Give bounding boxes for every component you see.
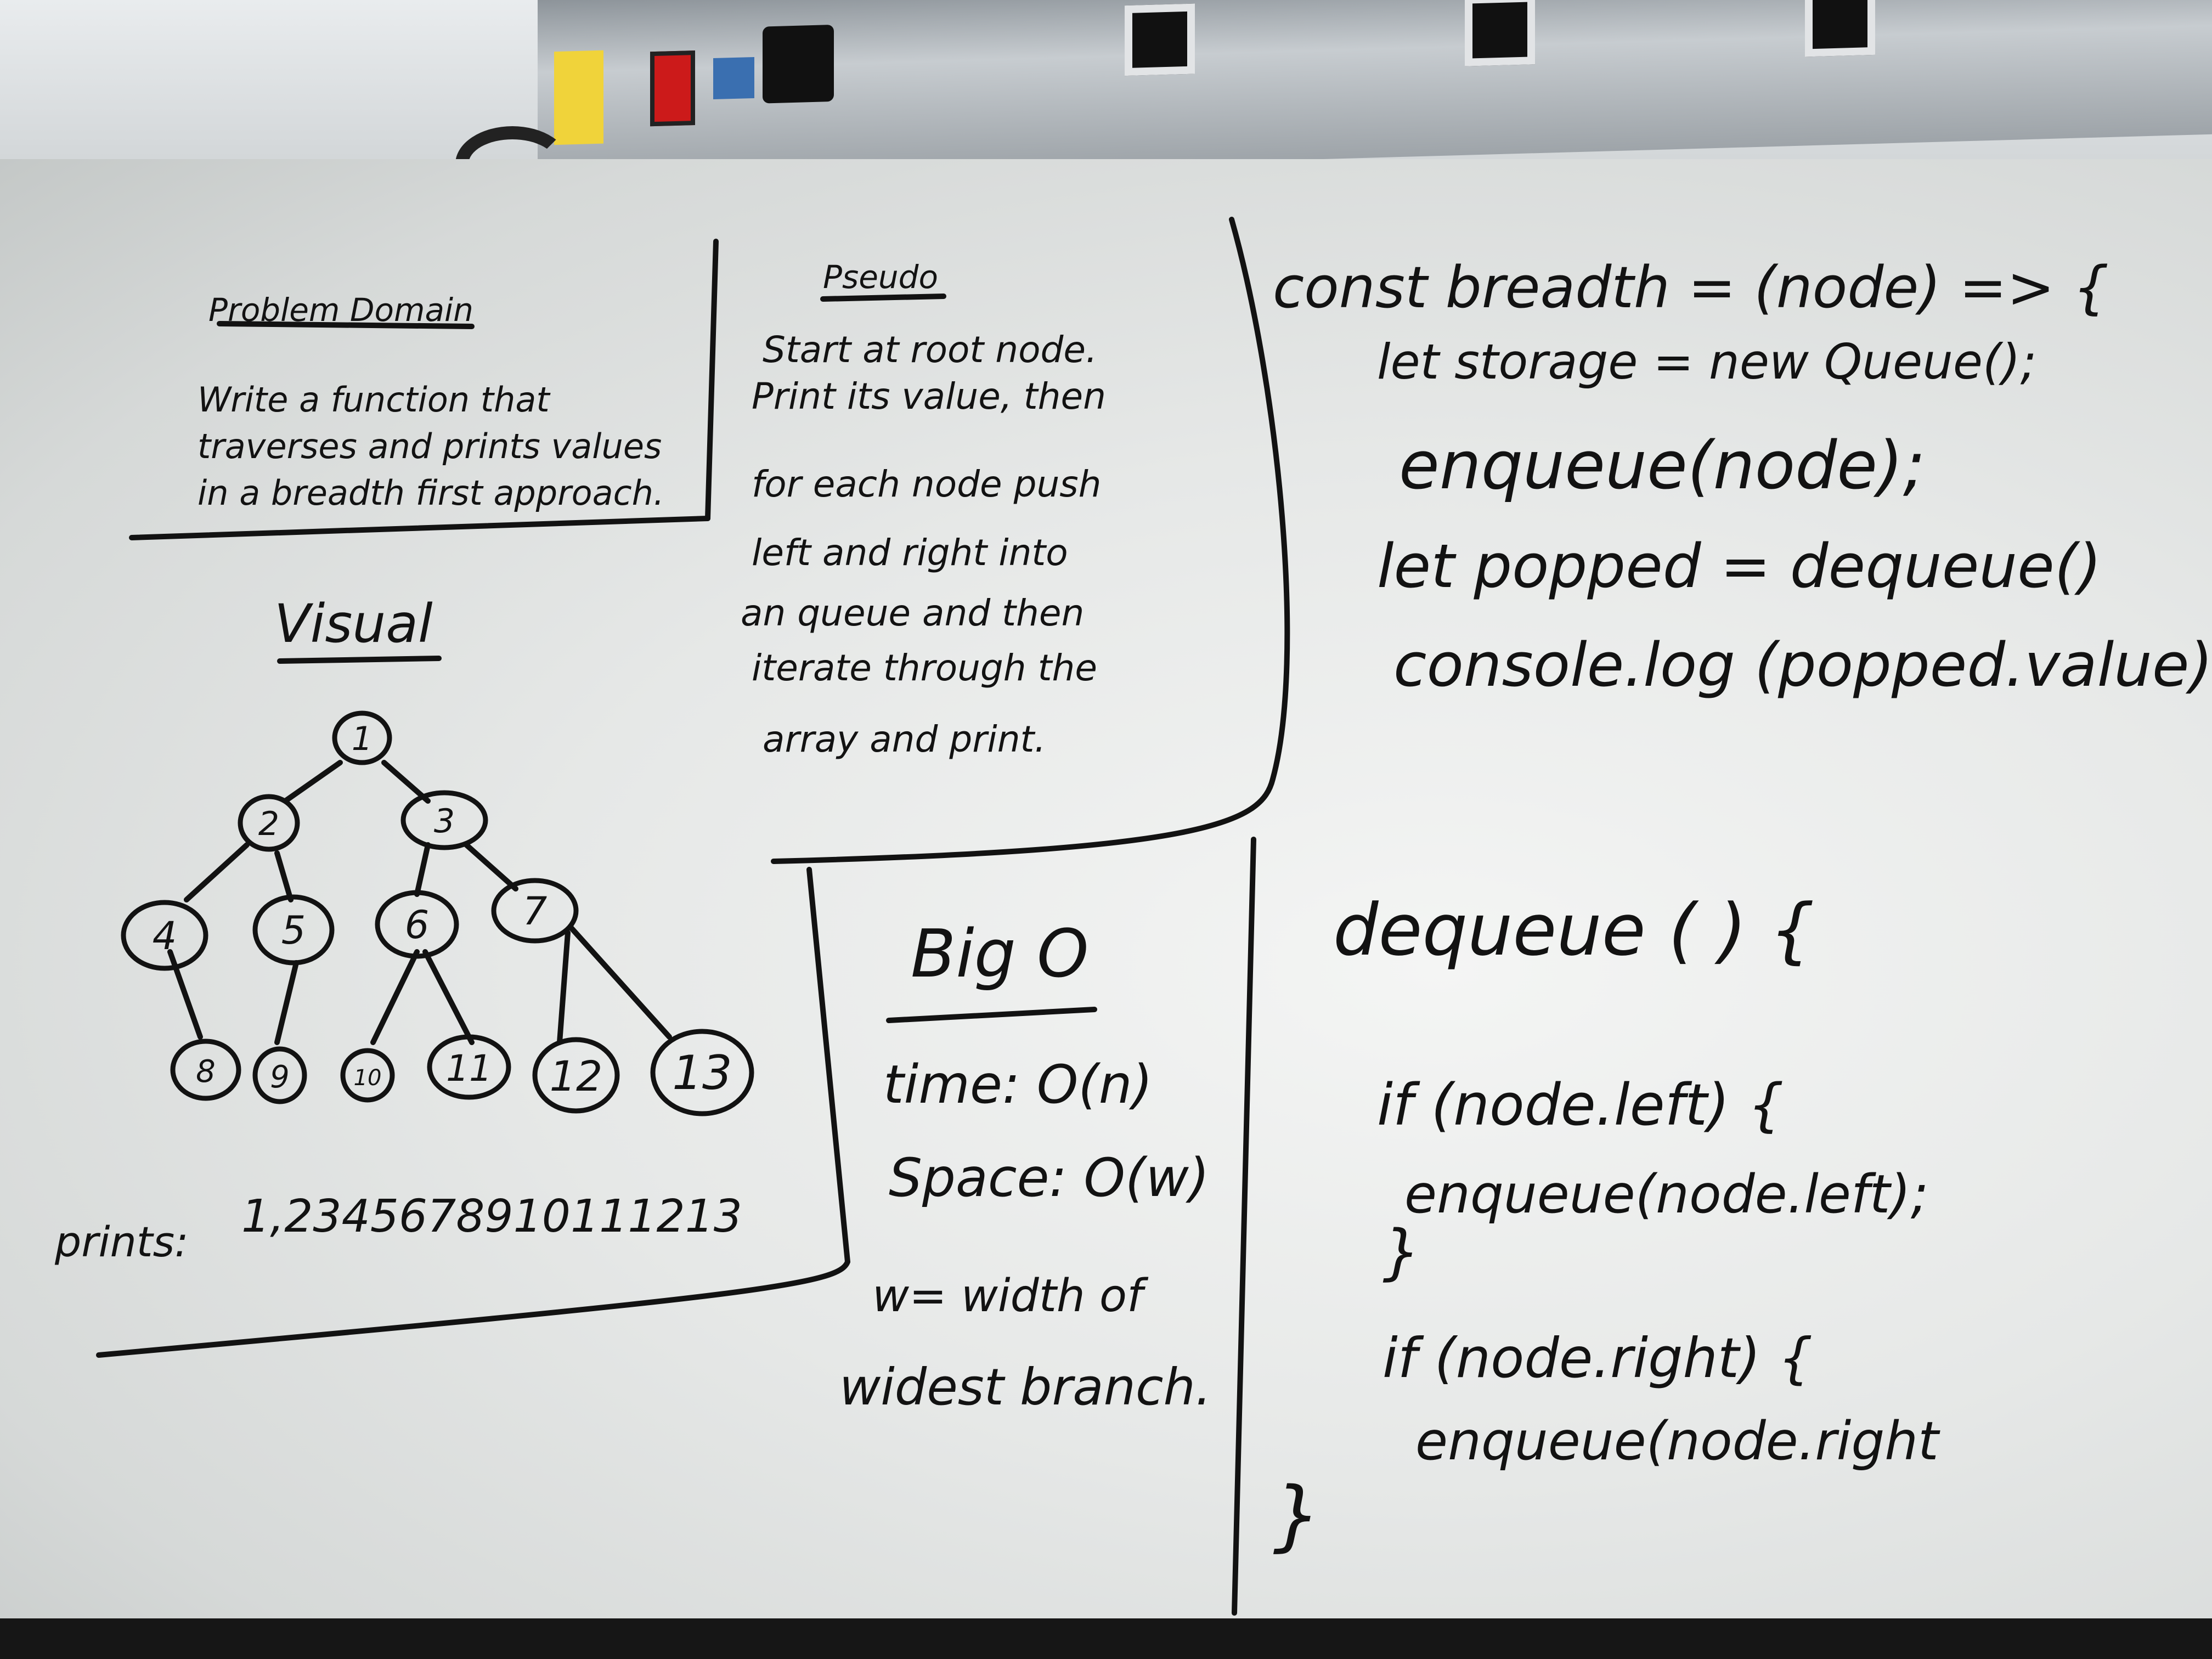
tree-node: 10 <box>340 1048 395 1103</box>
svg-text:3: 3 <box>434 802 455 840</box>
svg-text:2: 2 <box>258 805 279 843</box>
svg-text:9: 9 <box>270 1059 290 1095</box>
divider-line <box>1232 837 1256 1616</box>
underline <box>277 656 442 664</box>
code-line: dequeue ( ) { <box>1333 888 1815 972</box>
divider-line <box>705 239 719 521</box>
tree-node: 9 <box>252 1046 307 1104</box>
underline <box>217 321 475 329</box>
pseudo-line: Start at root node. <box>763 329 1097 371</box>
svg-text:8: 8 <box>196 1054 216 1090</box>
tree-node: 13 <box>650 1029 754 1116</box>
bigo-w-line2: widest branch. <box>839 1358 1211 1417</box>
tree-node: 8 <box>170 1039 241 1101</box>
problem-line: Write a function that <box>198 380 551 420</box>
code-line: enqueue(node.left); <box>1404 1164 1928 1225</box>
problem-line: in a breadth first approach. <box>198 473 664 513</box>
tree-node: 12 <box>532 1037 620 1114</box>
problem-title: Problem Domain <box>208 291 473 329</box>
svg-text:13: 13 <box>672 1046 732 1101</box>
code-line: enqueue(node); <box>1399 428 1925 504</box>
tree-node: 11 <box>427 1034 511 1100</box>
code-line: if (node.right) { <box>1383 1326 1813 1390</box>
desk-edge <box>0 1618 2212 1659</box>
code-line: enqueue(node.right <box>1415 1410 1940 1472</box>
svg-text:11: 11 <box>446 1047 492 1090</box>
tree-node: 5 <box>252 894 335 966</box>
code-line: } <box>1273 1471 1322 1560</box>
pseudo-line: for each node push <box>752 463 1102 505</box>
visual-title: Visual <box>274 593 433 654</box>
svg-text:5: 5 <box>281 908 306 953</box>
pseudo-line: left and right into <box>752 532 1068 574</box>
bigo-title: Big O <box>911 916 1088 992</box>
svg-text:6: 6 <box>405 902 430 947</box>
pseudo-title: Pseudo <box>823 258 938 296</box>
divider-line <box>771 217 1290 864</box>
bigo-time: time: O(n) <box>883 1054 1153 1115</box>
tree-node: 7 <box>491 878 579 944</box>
svg-text:7: 7 <box>523 889 548 934</box>
whiteboard <box>0 159 2212 1629</box>
underline <box>820 294 946 302</box>
pseudo-line: array and print. <box>763 718 1046 760</box>
svg-text:1: 1 <box>352 720 373 758</box>
tree-node: 6 <box>375 890 459 959</box>
pseudo-line: Print its value, then <box>752 375 1106 417</box>
code-line: let popped = dequeue() <box>1377 531 2102 601</box>
svg-text:12: 12 <box>550 1052 603 1101</box>
tree-node: 4 <box>121 900 208 971</box>
underline <box>886 1007 1097 1023</box>
bigo-space: Space: O(w) <box>889 1147 1209 1209</box>
code-line: const breadth = (node) => { <box>1273 254 2109 321</box>
tree-node: 3 <box>400 790 488 850</box>
code-line: if (node.left) { <box>1377 1071 1784 1138</box>
code-line: } <box>1383 1217 1421 1287</box>
tree-node: 2 <box>238 794 300 852</box>
tree-node: 1 <box>332 710 392 765</box>
divider-line <box>129 516 710 540</box>
prints-label: prints: <box>54 1217 189 1266</box>
svg-text:10: 10 <box>354 1065 382 1091</box>
pseudo-line: iterate through the <box>752 647 1097 689</box>
problem-line: traverses and prints values <box>198 426 662 466</box>
pseudo-line: an queue and then <box>741 592 1084 634</box>
divider-line <box>96 867 851 1358</box>
code-line: console.log (popped.value); <box>1393 630 2212 700</box>
svg-text:4: 4 <box>153 913 177 958</box>
bigo-w-line1: w= width of <box>872 1270 1149 1322</box>
prints-value: 1,2345678910111213 <box>241 1190 742 1243</box>
code-line: let storage = new Queue(); <box>1377 334 2036 390</box>
